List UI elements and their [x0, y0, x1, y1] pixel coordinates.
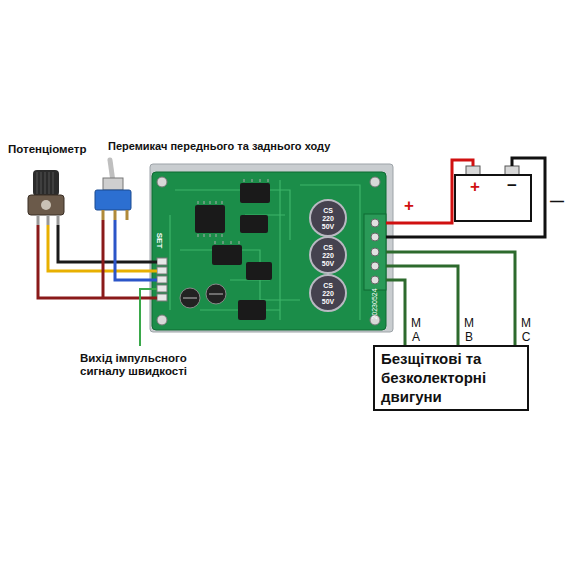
capacitor-marking: CS 220 50V: [317, 282, 339, 306]
negative-wire: [386, 158, 545, 237]
signal-header: [157, 258, 167, 301]
potentiometer-symbol: [28, 170, 64, 225]
component-label: Потенціометр: [8, 143, 118, 156]
control-wires: [38, 220, 157, 298]
board-marking: 20230524: [371, 279, 379, 329]
signal-label: Вихід імпульсного сигналу швидкості: [80, 352, 205, 378]
motor-box: Безщіткові та безколекторні двигуни: [373, 345, 529, 411]
pin-name: M B: [462, 316, 476, 344]
ic-leads: [198, 179, 268, 244]
battery-symbol: [455, 166, 531, 221]
polarity-mark: —: [549, 193, 565, 209]
motor-phase-wires: [386, 252, 515, 345]
polarity-mark: −: [503, 176, 521, 196]
ic-chips: [195, 183, 272, 320]
toggle-switch: [95, 160, 131, 220]
large-capacitors: [310, 200, 346, 311]
node-text: Безщіткові та безколекторні двигуни: [381, 349, 521, 406]
positive-wire: [386, 160, 473, 223]
capacitor-marking: CS 220 50V: [317, 244, 339, 268]
capacitor-marking: CS 220 50V: [317, 207, 339, 231]
small-capacitors: [180, 284, 226, 308]
pcb-traces: [170, 180, 360, 320]
mounting-holes: [157, 177, 380, 325]
pcb-board: [152, 172, 386, 330]
component-label: Перемикач переднього та заднього ходу: [108, 140, 338, 153]
power-terminals: [364, 214, 386, 290]
polarity-mark: +: [400, 196, 418, 216]
polarity-mark: +: [466, 177, 484, 197]
speed-output-leader: [140, 289, 157, 346]
pin-name: M C: [519, 316, 533, 344]
board-marking: SET: [155, 228, 164, 254]
pin-name: M A: [409, 316, 423, 344]
heatsink: [150, 164, 393, 332]
